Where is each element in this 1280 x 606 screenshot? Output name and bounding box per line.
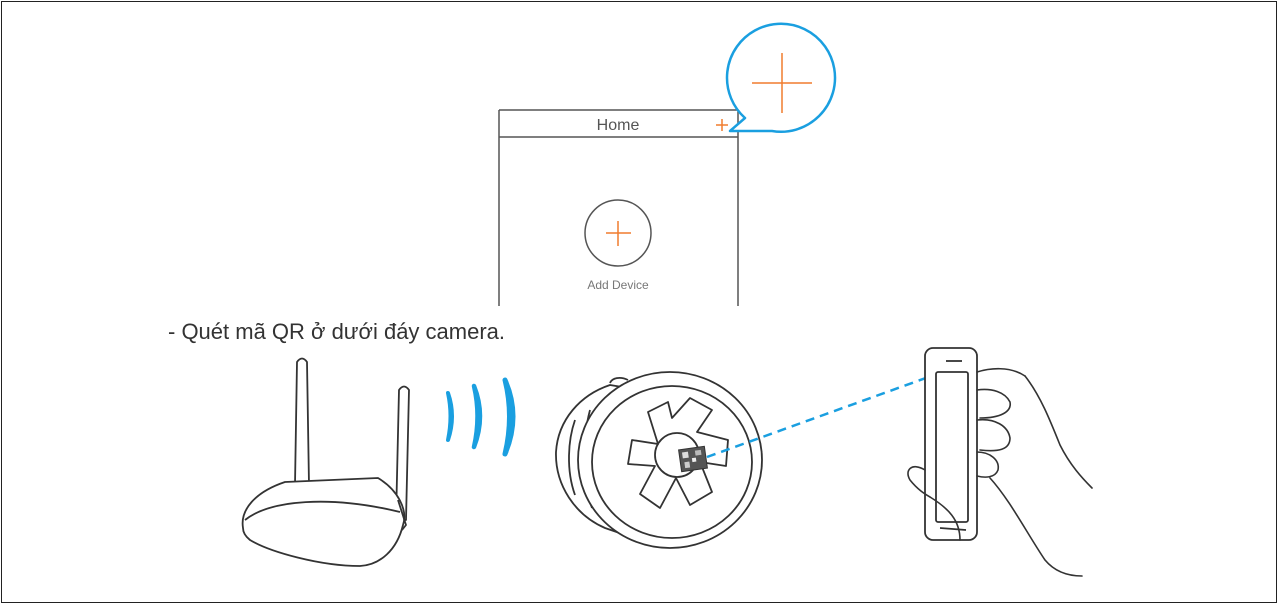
- hand-icon: [907, 367, 1093, 577]
- wifi-signal-icon: [446, 377, 516, 457]
- app-title: Home: [597, 117, 640, 134]
- add-device-button[interactable]: [584, 199, 652, 267]
- callout-bubble: [725, 22, 837, 133]
- router-icon: [241, 357, 410, 567]
- callout-plus-icon: [752, 53, 812, 113]
- header-plus-icon[interactable]: [716, 119, 728, 131]
- scan-line: [706, 368, 949, 459]
- camera-icon: [555, 371, 763, 549]
- instruction-text: - Quét mã QR ở dưới đáy camera.: [168, 319, 506, 344]
- qr-code-icon: [678, 445, 708, 473]
- phone-icon: [924, 347, 978, 541]
- app-mockup: Home Add Device: [498, 109, 739, 306]
- add-device-label: Add Device: [587, 278, 649, 292]
